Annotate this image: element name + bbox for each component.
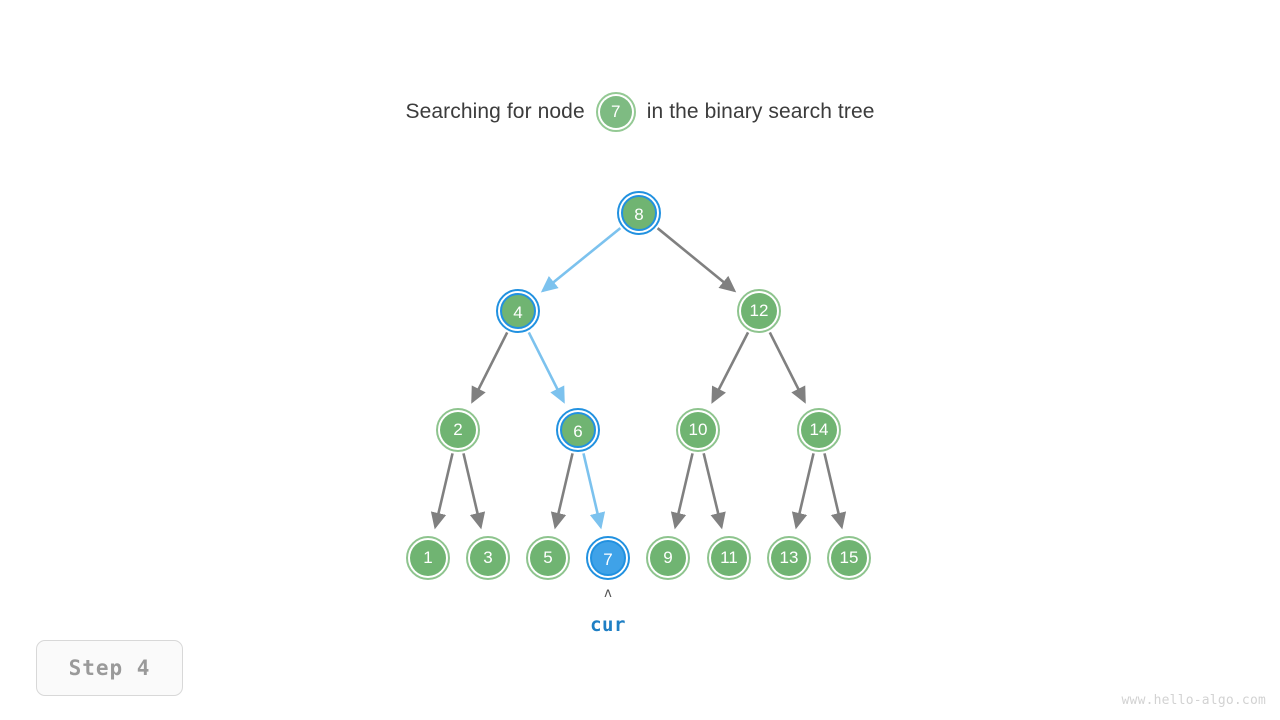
tree-node-4: 4 [496, 289, 540, 333]
node-value: 9 [650, 540, 686, 576]
node-value: 2 [440, 412, 476, 448]
tree-edge [768, 331, 806, 404]
tree-edge [550, 453, 574, 530]
page-title: Searching for node 7 in the binary searc… [0, 92, 1280, 132]
tree-node-2: 2 [436, 408, 480, 452]
node-ring [646, 536, 690, 580]
tree-edge [656, 227, 737, 293]
badge-ring [595, 92, 636, 132]
node-value: 6 [560, 412, 596, 448]
tree-node-5: 5 [526, 536, 570, 580]
tree-node-13: 13 [767, 536, 811, 580]
node-value: 8 [621, 195, 657, 231]
tree-node-14: 14 [797, 408, 841, 452]
node-ring [767, 536, 811, 580]
node-ring [466, 536, 510, 580]
node-ring [436, 408, 480, 452]
tree-node-9: 9 [646, 536, 690, 580]
tree-node-11: 11 [707, 536, 751, 580]
tree-edge [462, 453, 486, 530]
node-value: 7 [590, 540, 626, 576]
tree-edge [791, 453, 815, 530]
tree-node-3: 3 [466, 536, 510, 580]
tree-edge [471, 331, 509, 404]
current-node-pointer: ʌ cur [548, 586, 668, 636]
title-prefix: Searching for node [405, 100, 585, 123]
tree-node-7: 7 [586, 536, 630, 580]
tree-node-6: 6 [556, 408, 600, 452]
node-ring [526, 536, 570, 580]
node-ring [707, 536, 751, 580]
node-ring [797, 408, 841, 452]
node-value: 14 [801, 412, 837, 448]
node-ring [586, 536, 630, 580]
tree-node-8: 8 [617, 191, 661, 235]
node-ring [496, 289, 540, 333]
tree-node-12: 12 [737, 289, 781, 333]
title-suffix: in the binary search tree [646, 100, 875, 123]
node-ring [556, 408, 600, 452]
node-value: 15 [831, 540, 867, 576]
tree-edge [711, 331, 750, 404]
title-target-node-badge: 7 [595, 92, 636, 132]
node-ring [827, 536, 871, 580]
badge-value: 7 [599, 96, 632, 128]
tree-node-10: 10 [676, 408, 720, 452]
node-ring [617, 191, 661, 235]
tree-edge [823, 453, 847, 530]
node-value: 10 [680, 412, 716, 448]
node-ring [406, 536, 450, 580]
node-value: 12 [741, 293, 777, 329]
site-watermark: www.hello-algo.com [1121, 693, 1266, 708]
tree-edge [670, 453, 694, 530]
node-value: 4 [500, 293, 536, 329]
node-ring [676, 408, 720, 452]
tree-edge [702, 453, 726, 530]
tree-node-1: 1 [406, 536, 450, 580]
node-value: 11 [711, 540, 747, 576]
tree-edge [527, 331, 565, 404]
step-label: Step 4 [68, 656, 151, 680]
tree-edge [540, 227, 622, 293]
tree-edge [430, 453, 454, 530]
node-value: 3 [470, 540, 506, 576]
node-value: 5 [530, 540, 566, 576]
step-indicator: Step 4 [36, 640, 183, 696]
pointer-label: cur [590, 614, 626, 636]
tree-node-15: 15 [827, 536, 871, 580]
pointer-caret-icon: ʌ [604, 586, 612, 601]
node-ring [737, 289, 781, 333]
node-value: 13 [771, 540, 807, 576]
tree-edge [582, 453, 606, 530]
node-value: 1 [410, 540, 446, 576]
